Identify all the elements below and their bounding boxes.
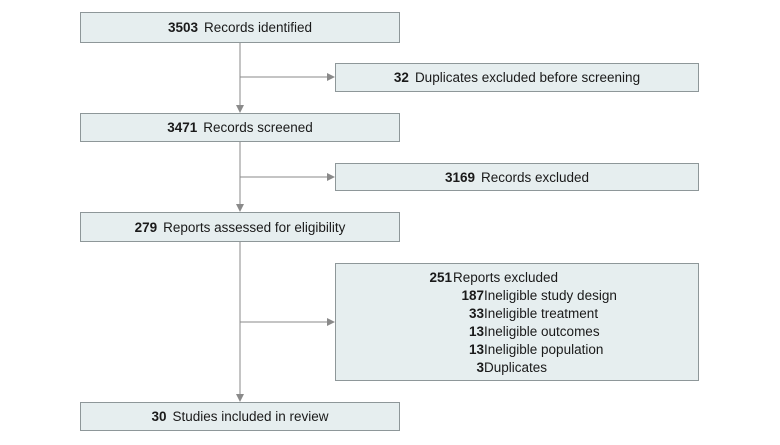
exclusion-reason-item: 13 Ineligible population [336,341,698,359]
exclusion-reason-label: Duplicates [484,360,548,375]
exclusion-reason-label: Ineligible treatment [484,306,599,321]
exclusion-reason-item: 3 Duplicates [336,359,698,377]
exclusion-reason-item: 13 Ineligible outcomes [336,323,698,341]
studies-included-count: 30 [151,409,167,424]
reports-assessed-count: 279 [134,219,158,235]
duplicates-excluded-box: 32 Duplicates excluded before screening [335,63,699,92]
exclusion-reason-count: 13 [468,342,484,357]
reports-excluded-label: Reports excluded [453,270,559,285]
records-screened-count: 3471 [167,120,198,135]
duplicates-excluded-label: Duplicates excluded before screening [414,70,641,85]
reports-excluded-total: 251 Reports excluded [336,269,698,287]
studies-included-label: Studies included in review [172,409,329,424]
records-screened-label: Records screened [203,120,313,135]
reports-excluded-box: 251 Reports excluded 187 Ineligible stud… [335,263,699,381]
records-identified-box: 3503 Records identified [80,12,400,43]
exclusion-reason-label: Ineligible outcomes [484,324,600,339]
reports-assessed-label: Reports assessed for eligibility [163,219,346,235]
records-screened-box: 3471 Records screened [80,113,400,142]
exclusion-reason-count: 13 [468,324,484,339]
exclusion-reason-item: 33 Ineligible treatment [336,305,698,323]
records-excluded-label: Records excluded [480,169,590,185]
duplicates-excluded-count: 32 [393,70,409,85]
exclusion-reason-count: 3 [476,360,484,375]
exclusion-reason-label: Ineligible study design [484,288,617,303]
exclusion-reason-count: 33 [468,306,484,321]
records-excluded-count: 3169 [444,169,475,185]
reports-excluded-count: 251 [429,270,452,285]
studies-included-box: 30 Studies included in review [80,402,400,431]
exclusion-reason-item: 187 Ineligible study design [336,287,698,305]
reports-assessed-box: 279 Reports assessed for eligibility [80,212,400,242]
exclusion-reason-label: Ineligible population [484,342,604,357]
records-excluded-box: 3169 Records excluded [335,163,699,191]
exclusion-reason-count: 187 [461,288,484,303]
records-identified-label: Records identified [203,20,313,35]
records-identified-count: 3503 [167,20,198,35]
